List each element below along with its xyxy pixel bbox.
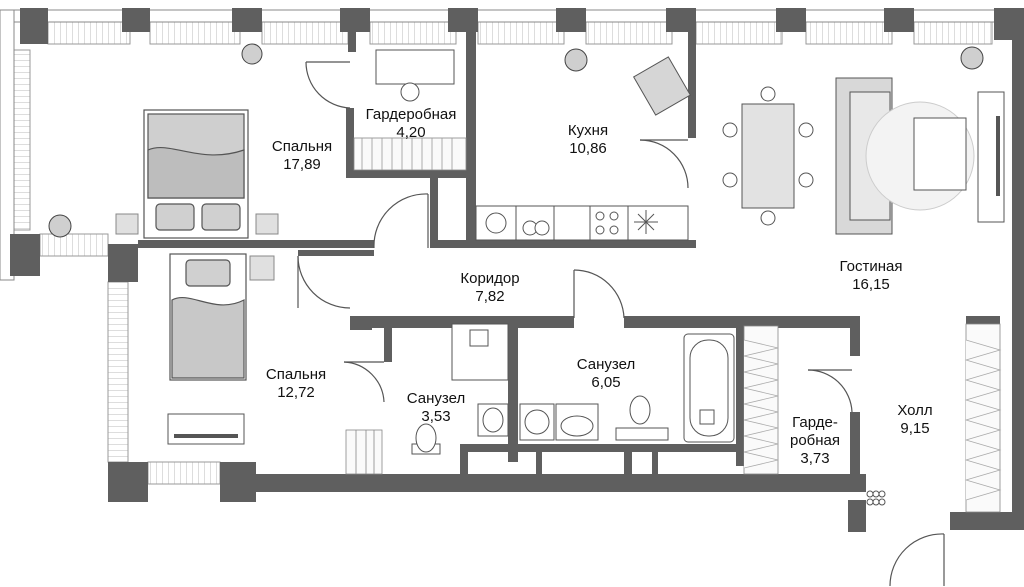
room-label-bath-small: Санузел 3,53 xyxy=(396,390,476,426)
room-area: 3,53 xyxy=(421,408,451,425)
coffee-table xyxy=(913,117,967,191)
sink-small xyxy=(477,403,509,437)
tv xyxy=(174,434,238,438)
room-label-living: Гостиная 16,15 xyxy=(826,258,916,294)
room-area: 17,89 xyxy=(283,156,321,173)
exterior-walls xyxy=(0,8,1024,532)
dining-table xyxy=(722,86,814,226)
tv-unit xyxy=(977,91,1005,223)
room-area: 12,72 xyxy=(277,384,315,401)
room-name-line1: Гарде- xyxy=(792,414,838,431)
bed-large xyxy=(143,109,249,239)
desk xyxy=(375,49,455,85)
plant-icon xyxy=(48,43,984,238)
sink-large xyxy=(555,403,599,441)
room-area: 9,15 xyxy=(900,420,930,437)
room-name: Санузел xyxy=(576,356,636,373)
nightstand xyxy=(249,255,275,281)
room-label-wardrobe-top: Гардеробная 4,20 xyxy=(356,106,466,142)
room-area: 16,15 xyxy=(852,276,890,293)
room-label-bedroom-large: Спальня 17,89 xyxy=(262,138,342,174)
wardrobe-shelving xyxy=(345,137,1002,513)
room-label-corridor: Коридор 7,82 xyxy=(450,270,530,306)
room-area: 7,82 xyxy=(475,288,505,305)
kitchen-counter xyxy=(475,205,689,241)
room-name: Холл xyxy=(897,402,933,419)
bathtub xyxy=(683,333,735,443)
interior-walls xyxy=(138,30,1000,474)
entrance-meters xyxy=(866,490,886,506)
toilet-small xyxy=(411,423,441,455)
room-name: Гостиная xyxy=(839,258,903,275)
tv xyxy=(996,116,1000,196)
room-name: Санузел xyxy=(406,390,466,407)
armchair xyxy=(632,56,692,116)
room-area: 10,86 xyxy=(569,140,607,157)
tv-stand xyxy=(167,413,245,445)
doors xyxy=(297,61,945,587)
room-area: 6,05 xyxy=(591,374,621,391)
nightstand xyxy=(115,213,139,235)
room-label-bedroom-small: Спальня 12,72 xyxy=(256,366,336,402)
bed-small xyxy=(169,253,247,381)
nightstand xyxy=(255,213,279,235)
room-label-kitchen: Кухня 10,86 xyxy=(548,122,628,158)
shower xyxy=(451,323,509,381)
room-name-line2: робная xyxy=(789,432,841,449)
room-area: 4,20 xyxy=(396,124,426,141)
room-label-wardrobe-bottom: Гарде- робная 3,73 xyxy=(780,414,850,468)
room-label-hall: Холл 9,15 xyxy=(880,402,950,438)
room-label-bath-large: Санузел 6,05 xyxy=(566,356,646,392)
room-area: 3,73 xyxy=(800,450,830,467)
windows xyxy=(9,21,993,485)
toilet-large xyxy=(615,395,669,441)
room-name: Гардеробная xyxy=(365,106,457,123)
room-name: Коридор xyxy=(460,270,520,287)
room-name: Кухня xyxy=(567,122,609,139)
washing-machine xyxy=(519,403,555,441)
room-name: Спальня xyxy=(265,366,327,383)
chair xyxy=(400,82,420,102)
room-name: Спальня xyxy=(271,138,333,155)
